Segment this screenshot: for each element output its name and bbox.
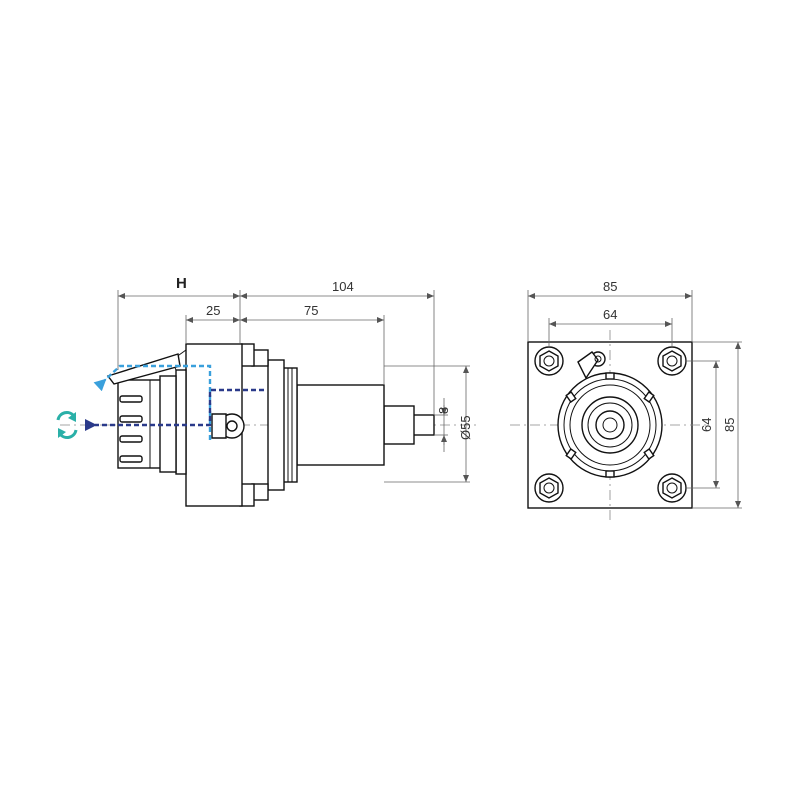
head-plate [175,369,187,475]
body-collar [282,367,298,483]
rear-shaft-small [411,414,435,436]
dim-label-8: 8 [436,407,451,414]
rotation-icon [56,411,78,439]
dim-label-104: 104 [332,279,354,294]
main-body-cylinder [296,384,385,466]
spindle-bore [595,410,625,440]
dim-label-h: H [176,275,187,292]
dim-label-85-side: 85 [722,418,737,432]
dim-label-25: 25 [206,303,220,318]
bolt-bottom-right [657,473,687,503]
dim-label-75: 75 [304,303,318,318]
front-view: 85 64 64 85 [510,279,742,520]
front-coolant-nozzle [577,351,606,380]
dim-label-85-top: 85 [603,279,617,294]
internal-coolant-path [85,388,264,431]
step-block [267,359,285,491]
side-view: H 104 25 75 8 Ø55 [56,275,480,507]
bolt-top-right [657,346,687,376]
dim-label-64-side: 64 [699,418,714,432]
rear-shaft [383,405,415,445]
dim-label-d55: Ø55 [458,415,473,440]
dim-label-64-top: 64 [603,307,617,322]
bolt-bottom-left [534,473,564,503]
bolt-top-left [534,346,564,376]
